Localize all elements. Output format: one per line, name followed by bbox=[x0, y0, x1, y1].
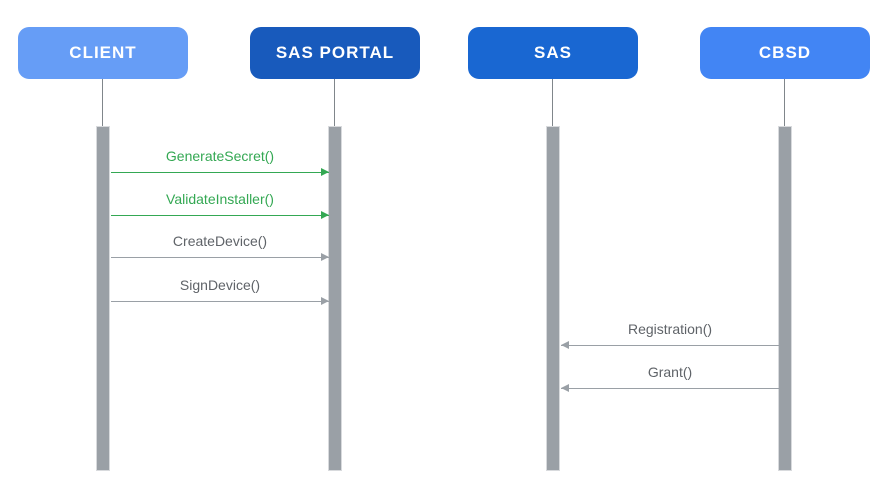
arrowhead-right-icon bbox=[321, 168, 329, 176]
actor-label-sas: SAS bbox=[534, 43, 572, 62]
arrow-line bbox=[111, 168, 329, 176]
message-generate-secret: GenerateSecret() bbox=[111, 148, 329, 176]
activation-bar-sas-portal bbox=[328, 126, 342, 471]
activation-bar-client bbox=[96, 126, 110, 471]
message-label: Grant() bbox=[647, 364, 693, 380]
message-label: SignDevice() bbox=[179, 277, 261, 293]
message-sign-device: SignDevice() bbox=[111, 277, 329, 305]
message-label: Registration() bbox=[627, 321, 713, 337]
lifeline-stem-cbsd bbox=[784, 79, 785, 126]
arrow-line bbox=[111, 297, 329, 305]
activation-bar-sas bbox=[546, 126, 560, 471]
message-label: CreateDevice() bbox=[172, 233, 268, 249]
activation-bar-cbsd bbox=[778, 126, 792, 471]
actor-box-client: CLIENT bbox=[18, 27, 188, 79]
message-registration: Registration() bbox=[561, 321, 779, 349]
arrowhead-left-icon bbox=[561, 384, 569, 392]
arrow-line bbox=[561, 384, 779, 392]
lifeline-stem-sas bbox=[552, 79, 553, 126]
arrowhead-right-icon bbox=[321, 297, 329, 305]
arrow-line bbox=[111, 253, 329, 261]
actor-label-sas-portal: SAS PORTAL bbox=[275, 43, 395, 62]
lifeline-stem-client bbox=[102, 79, 103, 126]
arrowhead-right-icon bbox=[321, 211, 329, 219]
lifeline-stem-sas-portal bbox=[334, 79, 335, 126]
arrowhead-right-icon bbox=[321, 253, 329, 261]
actor-label-client: CLIENT bbox=[69, 43, 137, 62]
message-label: GenerateSecret() bbox=[165, 148, 275, 164]
message-create-device: CreateDevice() bbox=[111, 233, 329, 261]
message-grant: Grant() bbox=[561, 364, 779, 392]
arrowhead-left-icon bbox=[561, 341, 569, 349]
message-label: ValidateInstaller() bbox=[166, 191, 274, 207]
message-validate-installer: ValidateInstaller() bbox=[111, 191, 329, 219]
arrow-line bbox=[561, 341, 779, 349]
actor-label-cbsd: CBSD bbox=[758, 43, 812, 62]
actor-box-cbsd: CBSD bbox=[700, 27, 870, 79]
arrow-line bbox=[111, 211, 329, 219]
actor-box-sas: SAS bbox=[468, 27, 638, 79]
actor-box-sas-portal: SAS PORTAL bbox=[250, 27, 420, 79]
